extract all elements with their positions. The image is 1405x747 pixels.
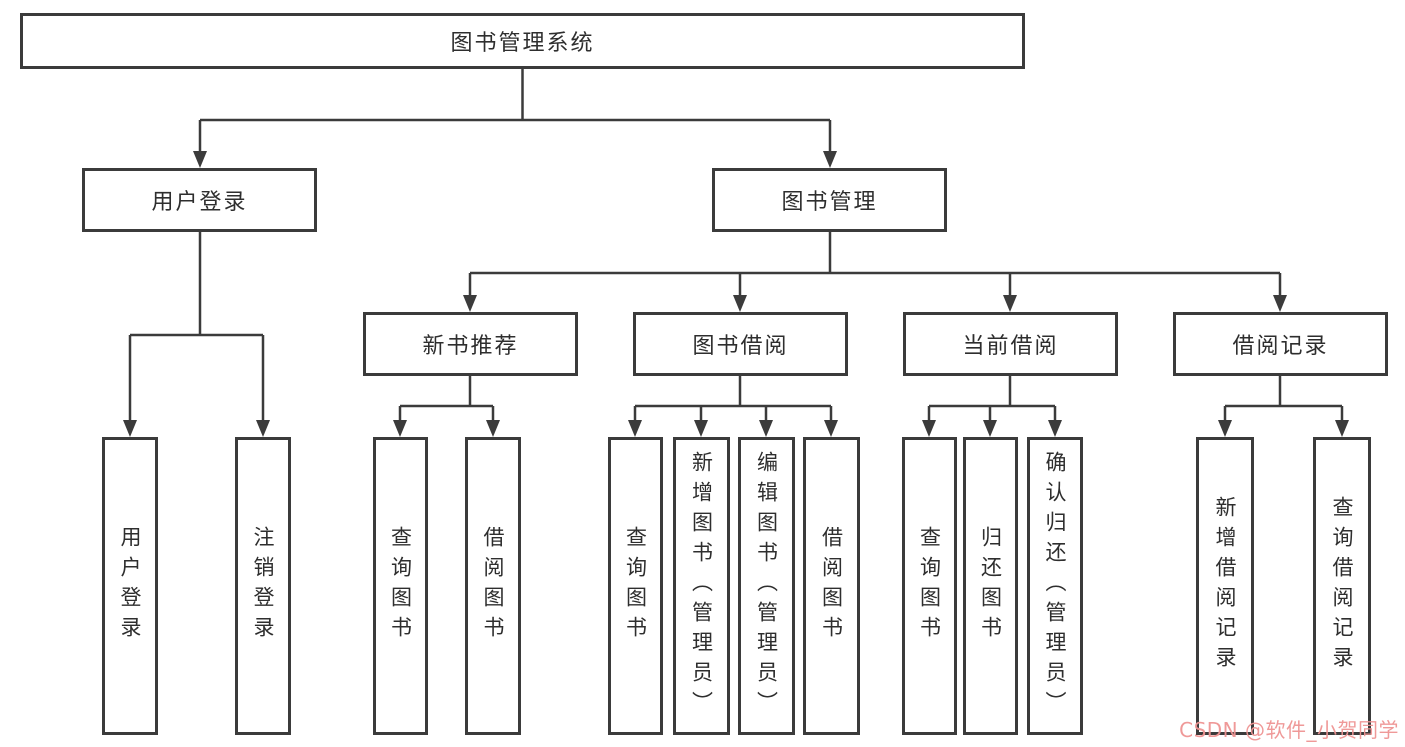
node-user-login: 用户登录 bbox=[82, 168, 317, 232]
node-book-management: 图书管理 bbox=[712, 168, 947, 232]
leaf-edit-books-admin: 编辑图书（管理员） bbox=[738, 437, 795, 735]
leaf-borrow-books-recommend: 借阅图书 bbox=[465, 437, 521, 735]
leaf-logout: 注销登录 bbox=[235, 437, 291, 735]
leaf-borrow-books: 借阅图书 bbox=[803, 437, 860, 735]
leaf-add-books-admin: 新增图书（管理员） bbox=[673, 437, 730, 735]
leaf-query-books-recommend: 查询图书 bbox=[373, 437, 428, 735]
node-library-management-system: 图书管理系统 bbox=[20, 13, 1025, 69]
leaf-return-books: 归还图书 bbox=[963, 437, 1018, 735]
node-current-borrow: 当前借阅 bbox=[903, 312, 1118, 376]
node-book-borrow: 图书借阅 bbox=[633, 312, 848, 376]
leaf-query-books-borrow: 查询图书 bbox=[608, 437, 663, 735]
leaf-add-borrow-record: 新增借阅记录 bbox=[1196, 437, 1254, 735]
leaf-confirm-return-admin: 确认归还（管理员） bbox=[1027, 437, 1083, 735]
leaf-query-borrow-record: 查询借阅记录 bbox=[1313, 437, 1371, 735]
leaf-user-login: 用户登录 bbox=[102, 437, 158, 735]
node-borrow-records: 借阅记录 bbox=[1173, 312, 1388, 376]
node-new-book-recommend: 新书推荐 bbox=[363, 312, 578, 376]
watermark: CSDN @软件_小贺同学 bbox=[1179, 718, 1399, 742]
leaf-query-books-current: 查询图书 bbox=[902, 437, 957, 735]
